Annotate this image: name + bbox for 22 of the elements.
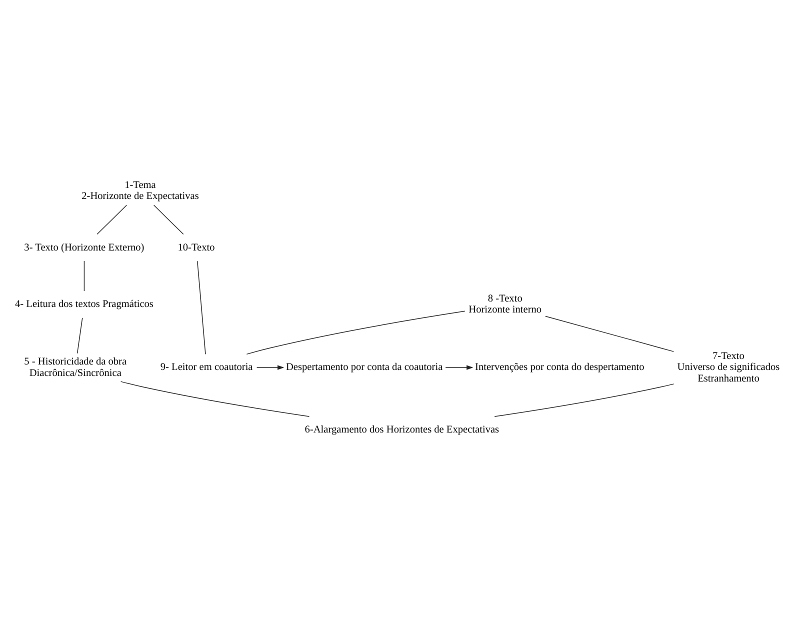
connector xyxy=(120,380,310,416)
connector xyxy=(246,310,466,354)
arrow xyxy=(256,364,284,370)
node-text: 1-Tema 2-Horizonte de Expectativas xyxy=(82,180,199,202)
node-text: 9- Leitor em coautoria xyxy=(160,362,253,373)
arrow xyxy=(445,364,474,370)
connector xyxy=(197,260,206,354)
node-text: 4- Leitura dos textos Pragmáticos xyxy=(15,298,154,310)
connector xyxy=(153,204,184,234)
connector xyxy=(494,383,674,416)
connector xyxy=(545,315,674,352)
node-text: Despertamento por conta da coautoria xyxy=(286,362,443,373)
connector xyxy=(96,204,128,234)
node-text: 5 - Historicidade da obra Diacrônica/Sincrônica xyxy=(24,356,127,378)
node-text: 6-Alargamento dos Horizontes de Expectativas xyxy=(304,424,500,436)
node-text: Intervenções por conta do despertamento xyxy=(475,362,644,373)
connector xyxy=(76,317,83,354)
node-text: 7-Texto Universo de significados Estranhamento xyxy=(677,350,780,384)
node-text: 8 -Texto Horizonte interno xyxy=(468,293,542,316)
node-text: 3- Texto (Horizonte Externo) xyxy=(24,242,144,253)
node-text: 10-Texto xyxy=(178,242,215,253)
connector xyxy=(84,260,85,291)
